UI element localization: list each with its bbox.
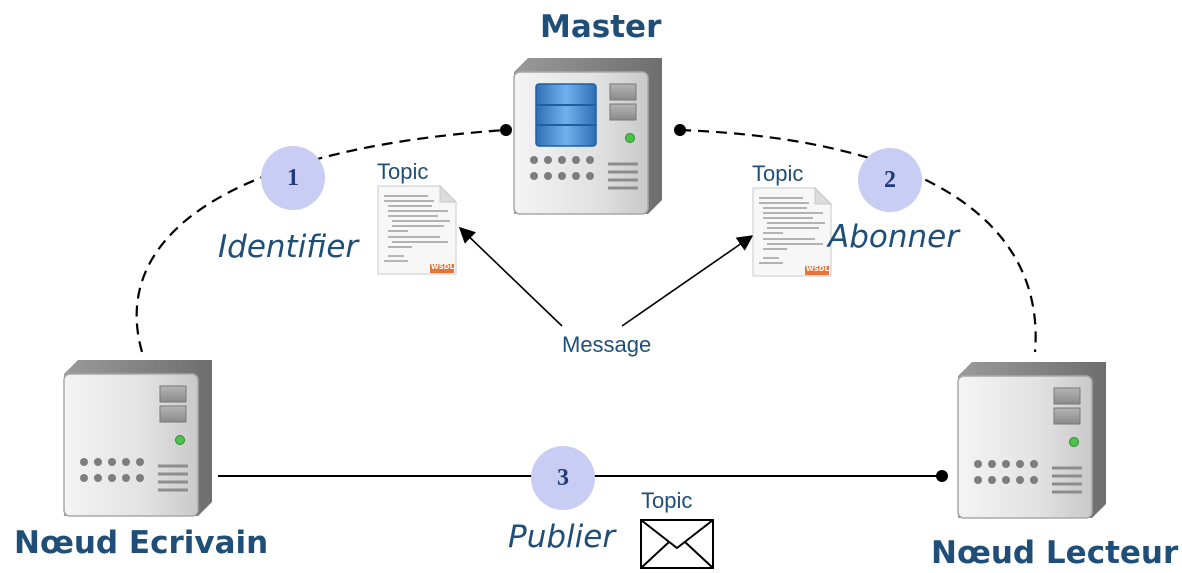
master-server-icon [512,56,664,216]
writer-server-icon [62,358,214,518]
step-2-label: Abonner [828,219,959,255]
topic-label-right: Topic [752,161,804,186]
wsdl-badge-left: WSDL [431,263,455,271]
master-title: Master [540,9,662,45]
dashed-link-writer-master [135,128,506,353]
step-1-badge: 1 [261,146,325,210]
dashed-link-master-reader [679,128,1037,353]
step-1-label: Identifier [218,229,359,265]
step-2-badge: 2 [858,148,922,212]
step-3-badge: 3 [531,446,595,510]
topic-label-bottom: Topic [641,488,693,513]
writer-title: Nœud Ecrivain [14,525,269,561]
message-arrow-right [621,235,754,327]
link-endpoint-reader [936,470,948,482]
reader-server-icon [956,360,1108,520]
step-3-label: Publier [508,519,616,555]
wsdl-badge-right: WSDL [806,265,830,273]
envelope-icon [640,519,714,569]
message-label: Message [562,332,652,357]
wsdl-document-icon-left [377,185,457,275]
wsdl-document-icon-right [752,187,832,277]
link-endpoint-master-left [500,124,512,136]
link-endpoint-master-right [674,124,686,136]
message-arrow-left [458,226,563,327]
reader-title: Nœud Lecteur [931,535,1179,571]
topic-label-left: Topic [377,159,429,184]
